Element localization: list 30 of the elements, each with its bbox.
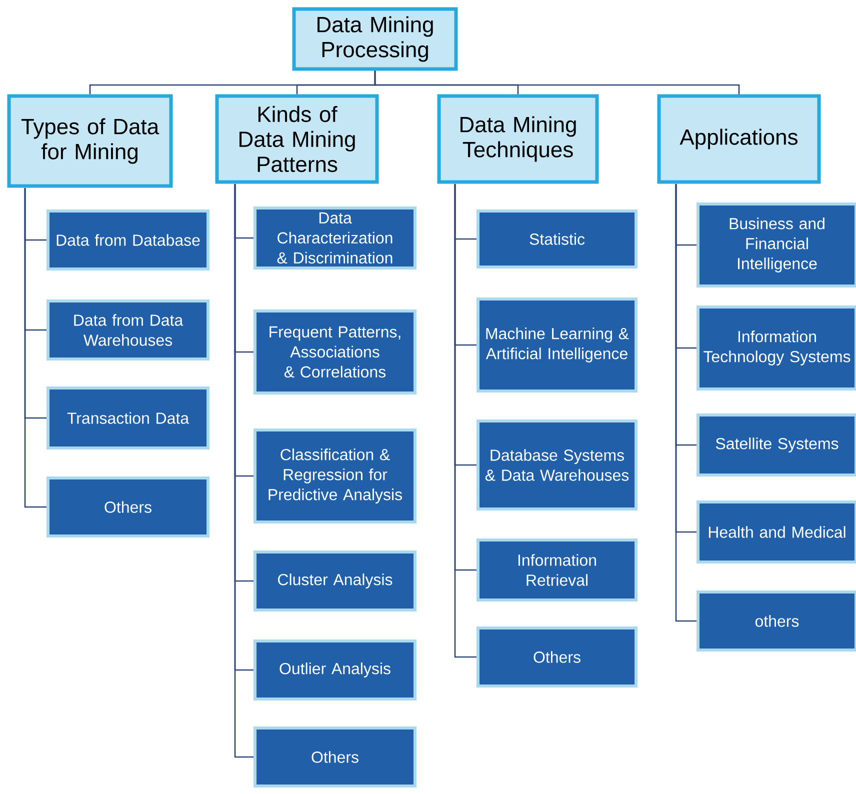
connector-line [454,184,476,658]
heading-box: Data Mining Processing [292,7,458,71]
item-box: Classification & Regression for Predictive Analysis [254,428,416,524]
connector-line [24,188,46,508]
category-box: Types of Data for Mining [7,94,173,188]
item-box: Satellite Systems [696,414,856,476]
item-box: Others [476,626,638,688]
item-box: others [696,590,856,652]
item-box: Others [46,476,210,538]
item-box: Statistic [476,210,638,268]
connector-line [234,184,254,758]
item-box: Cluster Analysis [254,550,416,612]
item-box: Others [254,726,416,788]
category-box: Kinds of Data Mining Patterns [215,94,379,184]
item-box: Frequent Patterns, Associations & Correlations [254,310,416,394]
item-box: Machine Learning & Artificial Intelligence [476,298,638,392]
category-box: Applications [657,94,821,184]
item-box: Business and Financial Intelligence [696,202,856,288]
item-box: Health and Medical [696,500,856,564]
item-box: Information Retrieval [476,538,638,602]
connector-line [675,184,696,622]
connector-line [374,70,740,94]
item-box: Transaction Data [46,386,210,450]
item-box: Data Characterization & Discrimination [254,206,416,270]
item-box: Outlier Analysis [254,640,416,700]
item-box: Database Systems & Data Warehouses [476,420,638,510]
item-box: Data from Data Warehouses [46,300,210,360]
item-box: Information Technology Systems [696,306,856,390]
category-box: Data Mining Techniques [437,94,599,184]
item-box: Data from Database [46,210,210,270]
